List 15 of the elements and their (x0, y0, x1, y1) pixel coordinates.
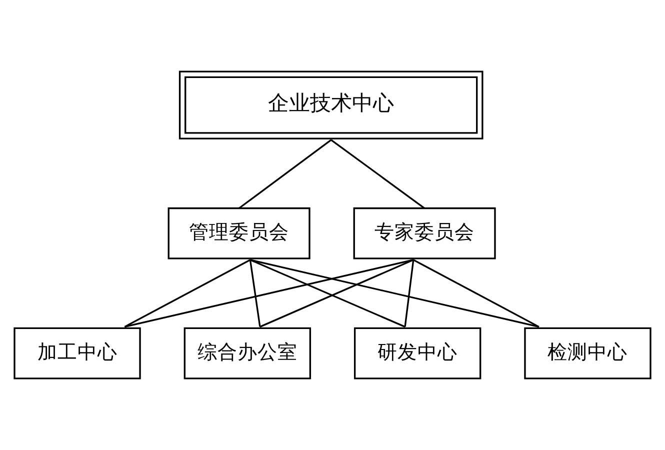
connector (413, 259, 540, 328)
connector (250, 259, 540, 328)
connector (124, 259, 414, 328)
node-box: 研发中心 (354, 327, 482, 380)
node-box: 检测中心 (524, 327, 652, 380)
connector (404, 260, 414, 327)
node-box: 综合办公室 (184, 327, 312, 380)
connector (124, 259, 251, 328)
connector (249, 260, 261, 327)
node-box: 专家委员会 (353, 207, 496, 260)
node-box: 企业技术中心 (178, 70, 484, 140)
connector (330, 139, 426, 209)
connector (238, 139, 332, 209)
node-box: 管理委员会 (168, 207, 310, 260)
node-box: 加工中心 (14, 327, 141, 380)
